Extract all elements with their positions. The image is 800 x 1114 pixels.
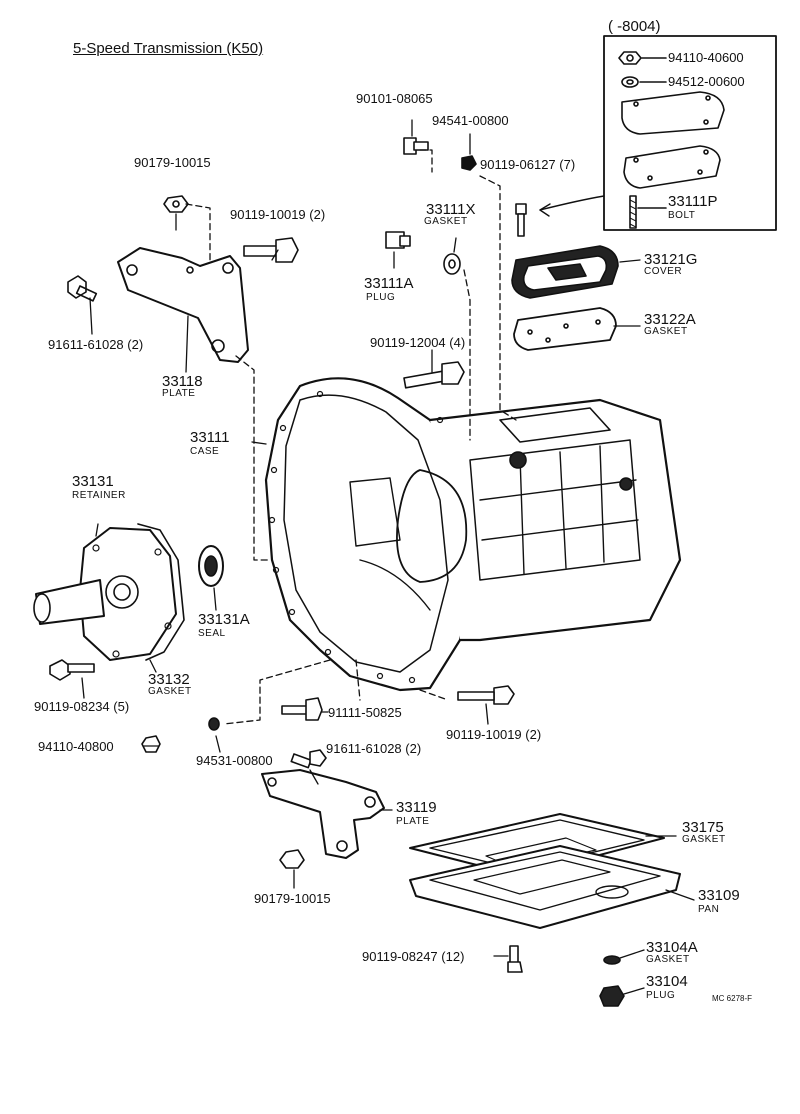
drawing-code: MC 6278-F (712, 994, 753, 1003)
label-33111a-name: PLUG (366, 292, 396, 303)
label-90179-10015-top: 90179-10015 (134, 155, 211, 170)
bolt-91611-61028-top (67, 275, 98, 302)
label-33131a-number: 33131A (198, 611, 250, 628)
label-94541-00800: 94541-00800 (432, 113, 509, 128)
cover-33121g-drawing (511, 245, 619, 299)
gasket-33122a-drawing (513, 307, 617, 351)
label-33111x-number: 33111X (426, 201, 476, 218)
label-33109-number: 33109 (698, 887, 740, 904)
label-90119-12004: 90119-12004 (4) (370, 335, 466, 350)
label-33121g-number: 33121G (644, 251, 698, 268)
retainer-33131-drawing (33, 527, 177, 661)
case-33111-drawing (264, 377, 682, 692)
label-33131-name: RETAINER (72, 490, 126, 501)
label-33131-number: 33131 (72, 473, 114, 490)
label-33104a-number: 33104A (646, 939, 698, 956)
label-33119-number: 33119 (396, 799, 437, 816)
inset-frame (603, 35, 777, 231)
label-90119-06127: 90119-06127 (7) (480, 157, 576, 172)
label-90119-10019-top: 90119-10019 (2) (230, 207, 326, 222)
plate-33118-drawing (117, 247, 249, 363)
label-90119-08247: 90119-08247 (12) (362, 949, 465, 964)
label-33121g-name: COVER (644, 266, 683, 277)
label-91611-61028-top: 91611-61028 (2) (48, 337, 144, 352)
label-33111p-number: 33111P (668, 193, 718, 210)
label-90101-08065: 90101-08065 (356, 91, 433, 106)
label-33119-name: PLATE (396, 816, 430, 827)
diagram-title: 5-Speed Transmission (K50) (73, 40, 264, 57)
label-33132-number: 33132 (148, 671, 190, 688)
label-33175-number: 33175 (682, 819, 724, 836)
label-90119-10019-bottom: 90119-10019 (2) (446, 727, 542, 742)
label-90119-08234: 90119-08234 (5) (34, 699, 130, 714)
label-33111x-name: GASKET (424, 216, 468, 227)
label-33111p-name: BOLT (668, 210, 696, 221)
label-33132-name: GASKET (148, 686, 192, 697)
label-33131a-name: SEAL (198, 628, 226, 639)
label-90179-10015-bottom: 90179-10015 (254, 891, 331, 906)
label-33104-name: PLUG (646, 990, 676, 1001)
label-33175-name: GASKET (682, 834, 726, 845)
label-33122a-number: 33122A (644, 311, 696, 328)
label-91611-61028-bottom: 91611-61028 (2) (326, 741, 422, 756)
label-33104a-name: GASKET (646, 954, 690, 965)
label-33122a-name: GASKET (644, 326, 688, 337)
plate-33119-drawing (261, 769, 385, 859)
inset-serial-range: ( -8004) (608, 18, 661, 35)
label-33111-number: 33111 (190, 429, 230, 446)
label-94110-40600: 94110-40600 (668, 50, 744, 65)
label-91111-50825: 91111-50825 (328, 705, 402, 720)
label-33109-name: PAN (698, 904, 720, 915)
pan-33109-drawing (409, 845, 681, 929)
label-33118-number: 33118 (162, 373, 203, 390)
label-94512-00600: 94512-00600 (668, 74, 745, 89)
label-33111a-number: 33111A (364, 275, 414, 292)
label-94110-40800: 94110-40800 (38, 739, 114, 754)
label-33118-name: PLATE (162, 388, 196, 399)
label-33111-name: CASE (190, 446, 220, 457)
label-94531-00800: 94531-00800 (196, 753, 273, 768)
label-33104-number: 33104 (646, 973, 688, 990)
